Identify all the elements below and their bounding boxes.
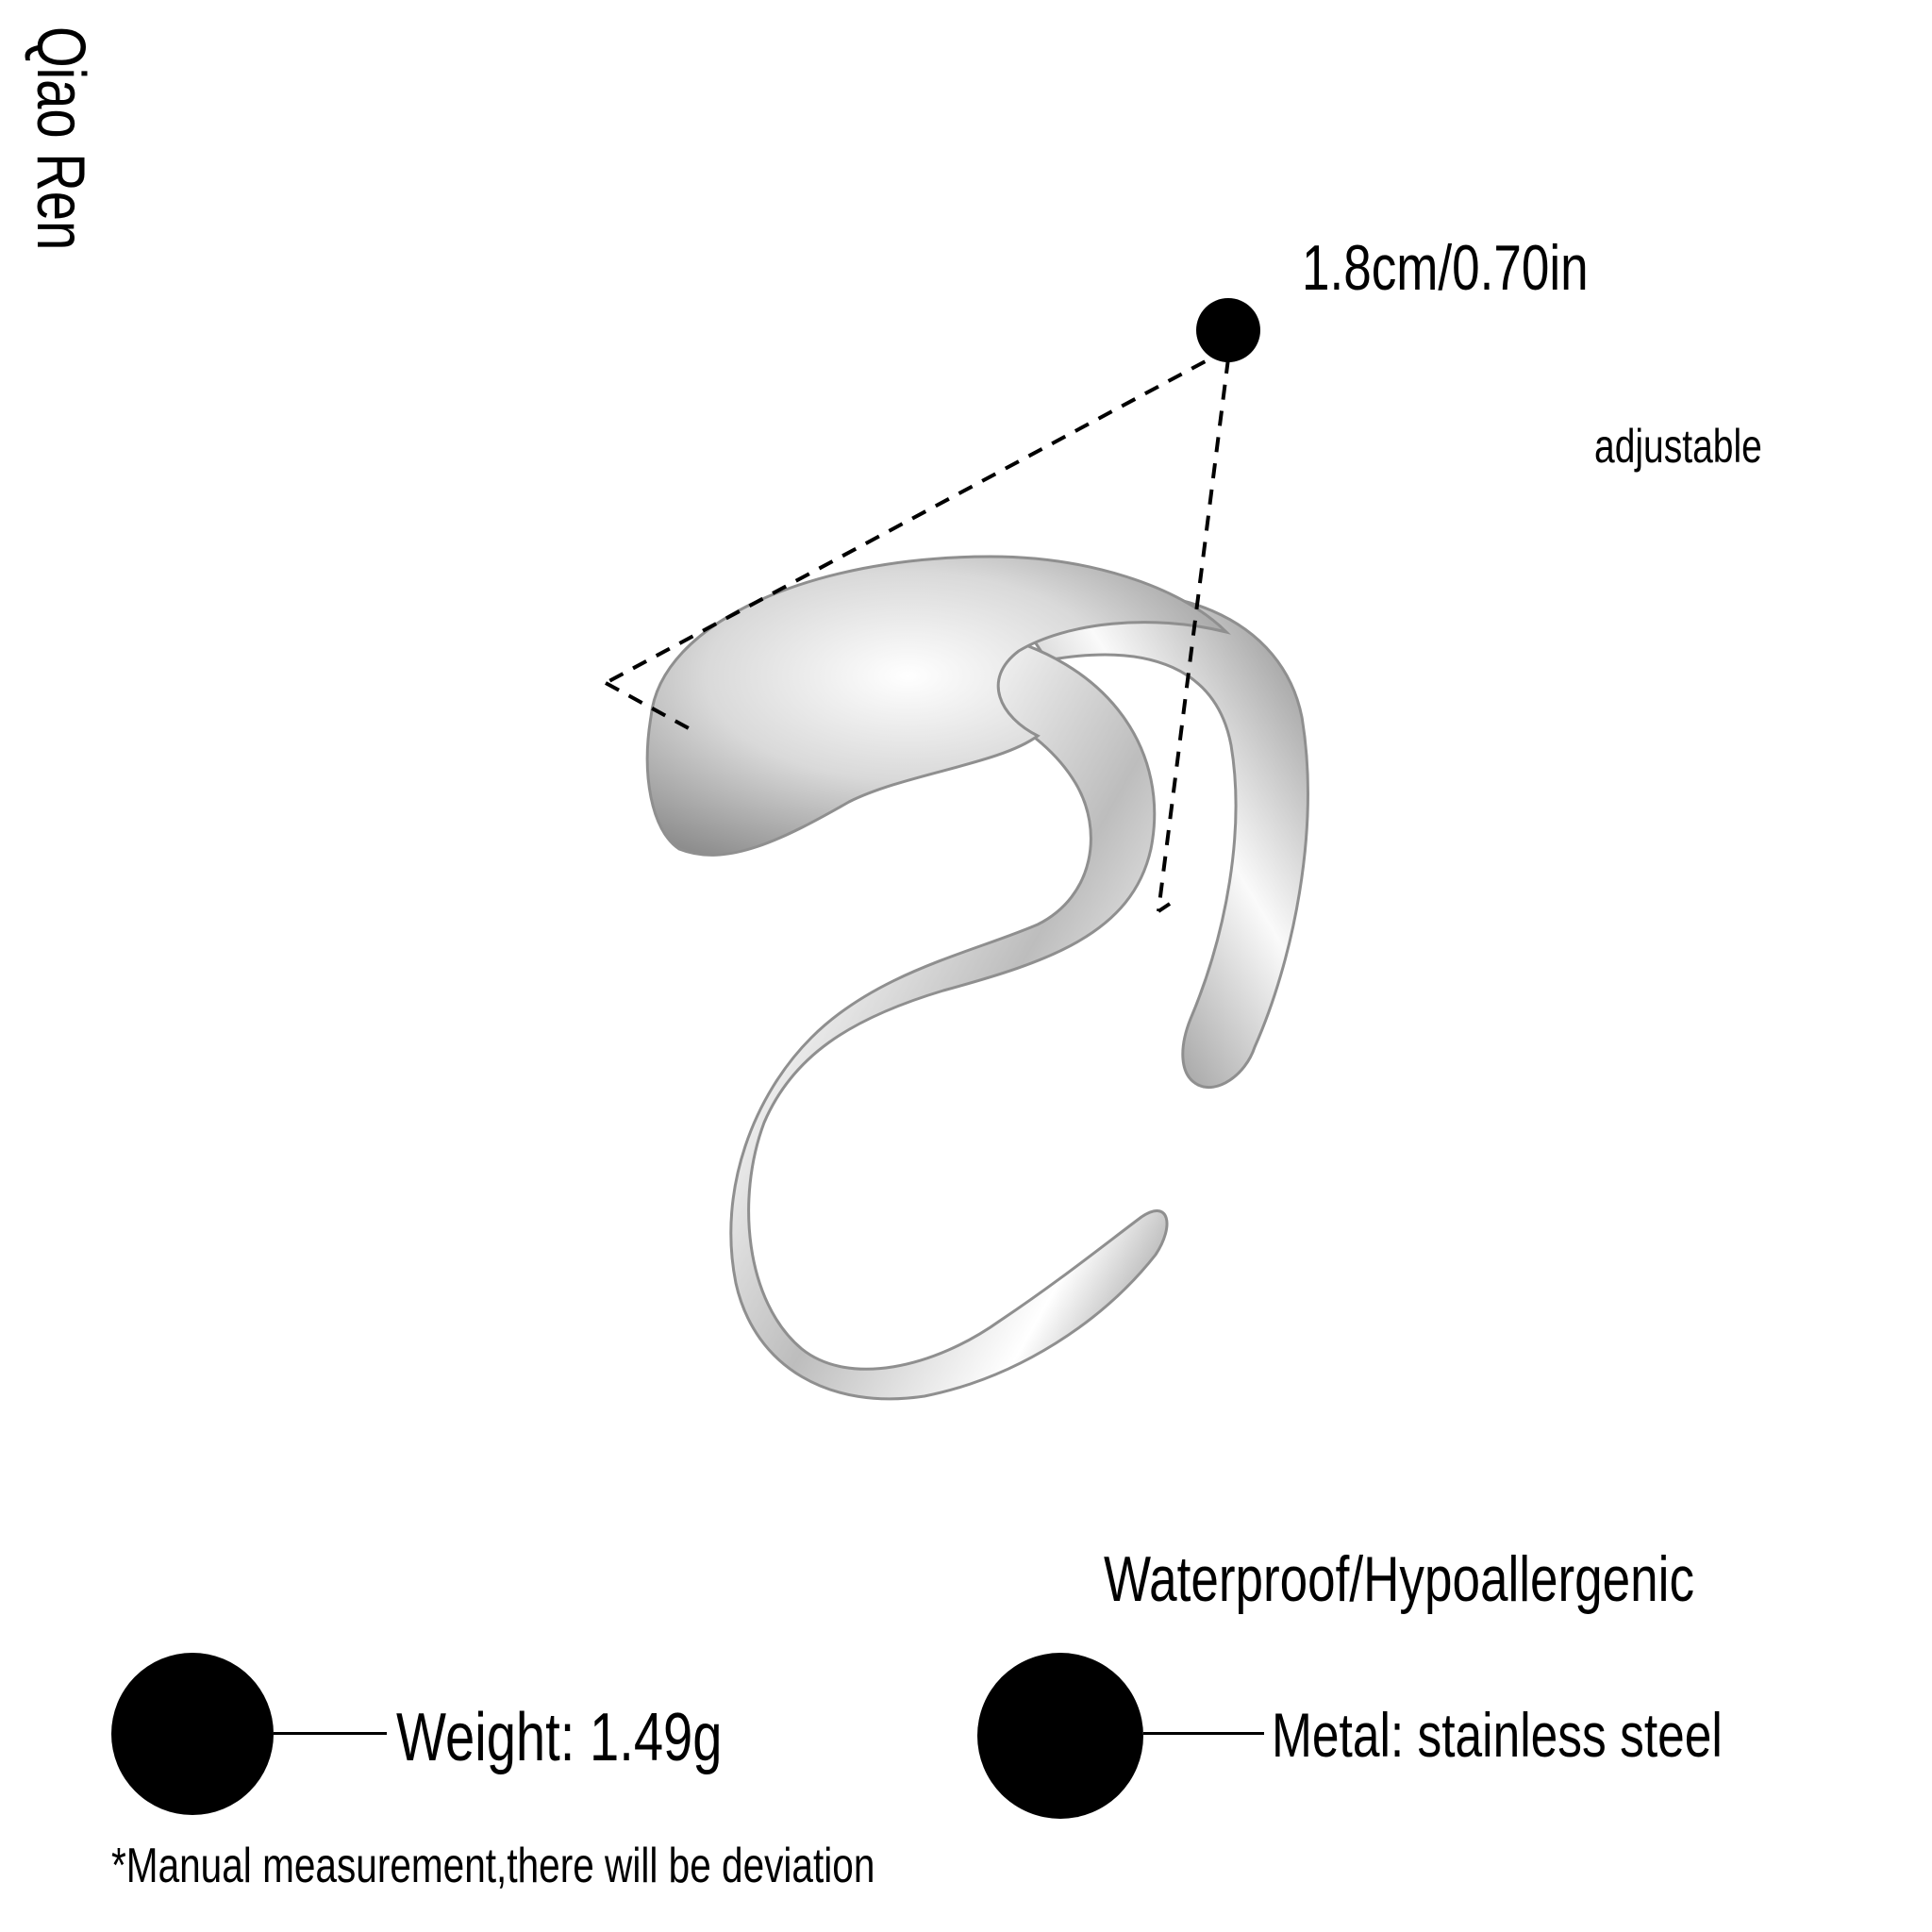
weight-dot (111, 1653, 274, 1815)
weight-leader-line (274, 1732, 387, 1735)
adjustable-label: adjustable (1594, 420, 1762, 473)
measurement-dot (1196, 298, 1260, 362)
ring-front-band (729, 630, 1169, 1401)
size-label: 1.8cm/0.70in (1302, 232, 1589, 304)
weight-label: Weight: 1.49g (396, 1700, 723, 1775)
footnote: *Manual measurement,there will be deviat… (111, 1839, 875, 1893)
metal-leader-line (1143, 1732, 1264, 1735)
feature-label: Waterproof/Hypoallergenic (1104, 1543, 1694, 1615)
metal-label: Metal: stainless steel (1272, 1700, 1723, 1770)
metal-dot (977, 1653, 1143, 1819)
